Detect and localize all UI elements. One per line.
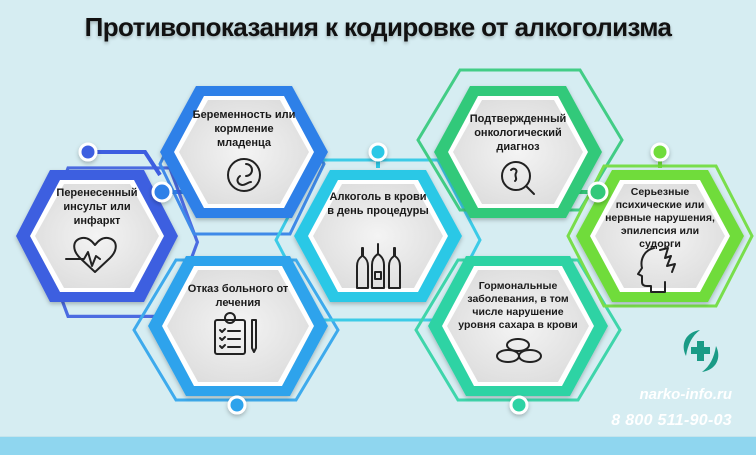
card-refusal-label: Отказ больного от лечения <box>187 283 289 309</box>
heart-pulse-icon <box>65 236 117 273</box>
clipboard-checklist-icon <box>214 312 257 355</box>
head-lightning-icon <box>637 247 676 293</box>
pills-icon <box>496 338 542 363</box>
medical-cross-leaves-icon <box>683 330 719 372</box>
site-url[interactable]: narko-info.ru <box>639 386 733 403</box>
footer-bar <box>0 436 756 455</box>
phone-number[interactable]: 8 800 511-90-03 <box>611 412 732 429</box>
card-hormonal-label: Гормональные заболевания, в том числе на… <box>458 280 578 331</box>
bottles-icon <box>356 243 401 289</box>
card-mental-label: Серьезные психические или нервные наруше… <box>605 186 715 250</box>
fetus-icon <box>227 158 261 192</box>
page-title: Противопоказания к кодировке от алкоголи… <box>84 12 672 42</box>
magnifier-cell-icon <box>501 161 535 195</box>
card-pregnancy-label: Беременность или кормление младенца <box>192 109 296 149</box>
card-alcohol-label: Алкоголь в крови в день процедуры <box>327 191 429 217</box>
card-stroke-label: Перенесенный инсульт или инфаркт <box>56 187 138 227</box>
card-oncology-label: Подтвержденный онкологический диагноз <box>469 113 567 153</box>
